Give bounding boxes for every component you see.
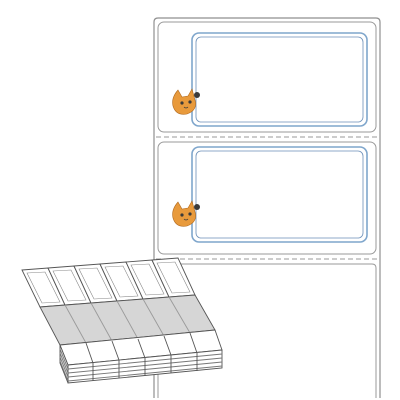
fanfold-stack: [21, 257, 223, 384]
fanfold-stack-base: [59, 329, 223, 384]
label-1: [157, 21, 377, 133]
label-2: [157, 141, 377, 255]
label-1-frame: [191, 32, 368, 127]
cat-mascot-icon: [172, 88, 200, 115]
label-2-frame: [191, 146, 368, 243]
cat-mascot-icon: [172, 200, 200, 227]
